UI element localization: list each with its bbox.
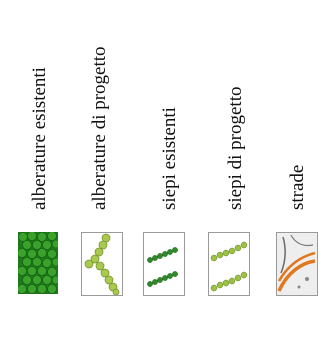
legend-label: siepi di progetto — [225, 86, 246, 210]
roads-swatch-icon — [276, 232, 318, 296]
project-hedges-swatch-icon — [208, 232, 250, 296]
existing-hedges-swatch-icon — [143, 232, 185, 296]
project-trees-swatch-icon — [81, 232, 123, 296]
legend-label: strade — [287, 164, 308, 210]
legend-label: siepi esistenti — [159, 107, 180, 210]
existing-trees-swatch-icon — [18, 232, 58, 294]
legend-label: alberature di progetto — [89, 46, 110, 210]
legend-label: alberature esistenti — [29, 67, 50, 210]
